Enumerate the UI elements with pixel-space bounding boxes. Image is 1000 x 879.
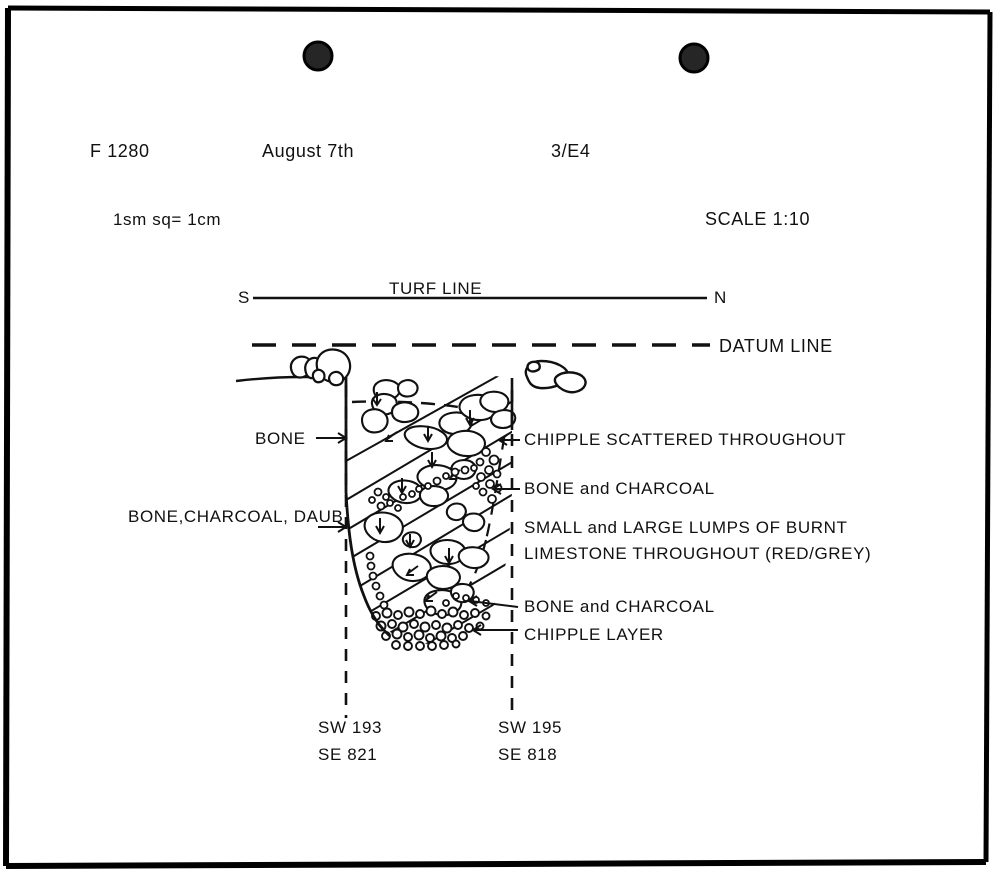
grid-note: 1sm sq= 1cm [113,210,221,229]
interior-dashed-boundaries [459,414,510,601]
scale-note: SCALE 1:10 [705,209,810,229]
basal-chipple-layer [371,605,491,651]
left-station-easting: SE 821 [318,745,377,764]
annotation-bone-charcoal-daub-leader [318,521,348,533]
context-code: 3/E4 [551,141,590,161]
right-station-easting: SE 818 [498,745,557,764]
surface-stones-right [524,359,587,394]
surface-stones-left [289,348,352,387]
annotation-bone-leader [316,432,348,444]
date-label: August 7th [262,141,354,161]
pit-section-drawing [235,348,587,718]
compass-south-label: S [238,288,250,307]
annotation-chipple-scattered-leader [497,434,520,446]
punch-hole-left [302,40,334,72]
annotation-bone-charcoal-leader [491,483,520,495]
chipple-pebbles [365,447,503,610]
feature-number: F 1280 [90,141,150,161]
annotation-bone-charcoal-basal-label: BONE and CHARCOAL [524,597,715,616]
annotation-burnt-limestone-line1: SMALL and LARGE LUMPS OF BURNT [524,518,847,537]
annotation-chipple-layer-label: CHIPPLE LAYER [524,625,664,644]
left-station-northing: SW 193 [318,718,382,737]
annotation-bone-label: BONE [255,429,306,448]
datum-line-label: DATUM LINE [719,336,833,356]
annotation-bone-charcoal-daub-label: BONE,CHARCOAL, DAUB [128,507,343,526]
pit-cut-outline [344,377,391,638]
punch-hole-right [678,42,710,74]
annotation-chipple-layer-leader [471,624,518,636]
compass-north-label: N [714,288,727,307]
right-station-northing: SW 195 [498,718,562,737]
annotation-bone-charcoal-label: BONE and CHARCOAL [524,479,715,498]
annotation-chipple-scattered-label: CHIPPLE SCATTERED THROUGHOUT [524,430,846,449]
annotation-burnt-limestone-line2: LIMESTONE THROUGHOUT (RED/GREY) [524,544,871,563]
annotation-bone-charcoal-basal-leader [467,595,519,608]
page-frame [3,5,993,869]
turf-line-label: TURF LINE [389,279,482,298]
